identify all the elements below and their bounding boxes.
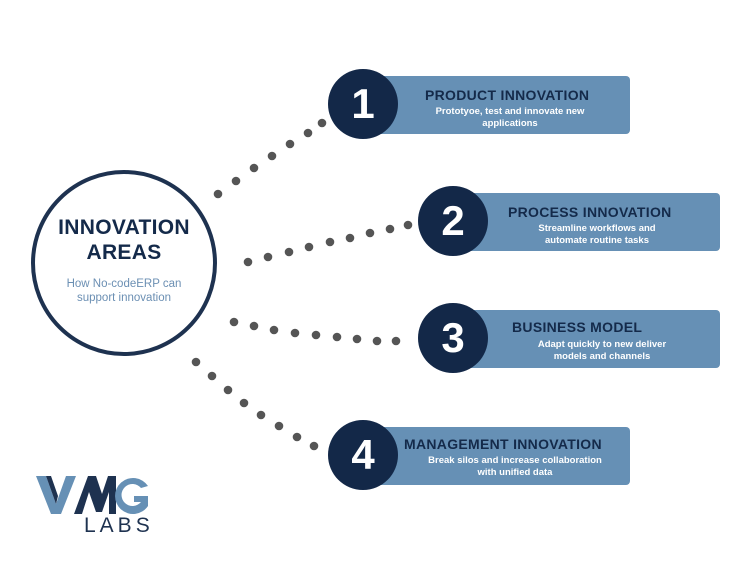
connector-2 — [243, 220, 413, 267]
connector-1 — [213, 118, 327, 199]
hub-subtitle: How No-codeERP can support innovation — [66, 278, 182, 304]
hub-title: INNOVATION AREAS — [58, 216, 190, 264]
area-title: MANAGEMENT INNOVATION — [404, 436, 602, 452]
area-description: Streamline workflows and automate routin… — [538, 223, 656, 246]
area-number-badge: 2 — [418, 186, 488, 256]
innovation-areas-hub: INNOVATION AREAS How No-codeERP can supp… — [31, 170, 217, 356]
vmg-logo-mark — [36, 476, 148, 514]
area-description: Prototyoe, test and innovate new applica… — [435, 106, 585, 129]
area-description: Adapt quickly to new deliver models and … — [537, 339, 667, 362]
connector-3 — [229, 317, 401, 346]
area-title: BUSINESS MODEL — [512, 319, 643, 335]
area-number-badge: 1 — [328, 69, 398, 139]
area-title: PRODUCT INNOVATION — [425, 87, 590, 103]
vmg-labs-logo: LABS — [36, 474, 156, 544]
logo-labs-text: LABS — [84, 514, 154, 537]
area-number-badge: 4 — [328, 420, 398, 490]
area-number-badge: 3 — [418, 303, 488, 373]
area-title: PROCESS INNOVATION — [508, 204, 672, 220]
area-description: Break silos and increase collaboration w… — [428, 455, 602, 478]
connector-4 — [191, 357, 319, 451]
